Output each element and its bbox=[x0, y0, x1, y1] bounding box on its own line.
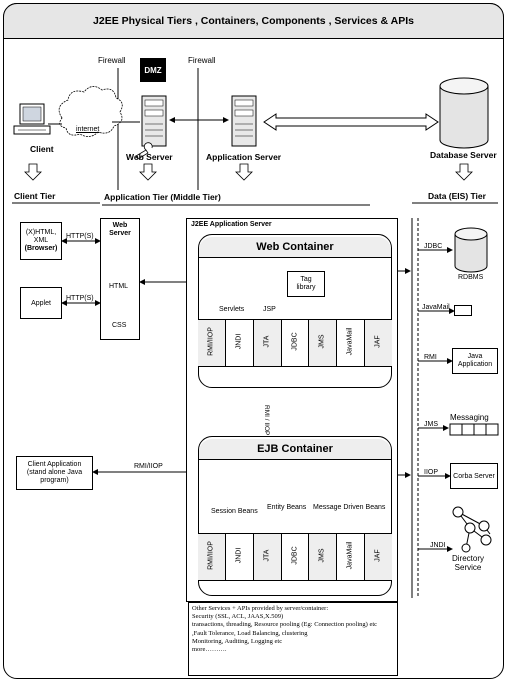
ejb-api-jndi: JNDI bbox=[226, 534, 254, 580]
web-api-rmi-iiop: RMI/IIOP bbox=[198, 320, 226, 366]
web-server-title-line2: Server bbox=[109, 230, 131, 237]
database-icon bbox=[439, 77, 489, 149]
ejb-api-jta: JTA bbox=[253, 534, 282, 580]
ejb-container-title: EJB Container bbox=[199, 439, 391, 460]
other-services-line4: ,Fault Tolerance, Load Balancing, cluste… bbox=[192, 629, 308, 637]
ejb-api-jdbc: JDBC bbox=[282, 534, 310, 580]
other-services-line6: more………. bbox=[192, 646, 227, 654]
ejb-api-strip: RMI/IIOP JNDI JTA JDBC JMS JavaMail JAF bbox=[198, 533, 393, 581]
web-api-strip: RMI/IIOP JNDI JTA JDBC JMS JavaMail JAF bbox=[198, 319, 393, 367]
html-label: HTML bbox=[109, 283, 129, 290]
other-services-line3: transactions, threading, Resource poolin… bbox=[192, 621, 378, 629]
java-application-box: Java Application bbox=[452, 348, 498, 374]
client-down-arrow-icon bbox=[24, 163, 42, 181]
tag-line2: library bbox=[296, 284, 316, 291]
other-services-line5: Monitoring, Auditing, Logging etc bbox=[192, 637, 283, 645]
web-api-jdbc: JDBC bbox=[282, 320, 310, 366]
ejb-api-javamail: JavaMail bbox=[337, 534, 366, 580]
other-services-box: Other Services + APIs provided by server… bbox=[188, 602, 398, 676]
java-app-line2: Application bbox=[457, 361, 493, 368]
browser-line3: (Browser) bbox=[24, 245, 58, 252]
css-label: CSS bbox=[112, 322, 127, 329]
internet-cloud-icon bbox=[58, 86, 123, 137]
rdbms-label: RDBMS bbox=[458, 274, 484, 281]
web-api-jndi: JNDI bbox=[226, 320, 254, 366]
database-server-label: Database Server bbox=[430, 150, 497, 160]
java-app-line1: Java bbox=[467, 353, 483, 360]
directory-line1: Directory bbox=[451, 554, 484, 563]
firewall-right-label: Firewall bbox=[188, 56, 216, 65]
browser-box: (X)HTML, XML (Browser) bbox=[20, 222, 62, 260]
client-label: Client bbox=[30, 144, 54, 154]
client-app-line3: program) bbox=[40, 477, 69, 484]
web-container-title: Web Container bbox=[199, 237, 391, 258]
http-label-2: HTTP(S) bbox=[66, 295, 94, 302]
servlets-label: Servlets bbox=[219, 306, 245, 313]
rmi-iiop-client-label: RMI/IIOP bbox=[134, 463, 163, 470]
session-beans-label: Session Beans bbox=[211, 508, 258, 515]
container-link-label: RMI / IIOP bbox=[263, 405, 270, 436]
applet-box: Applet bbox=[20, 287, 62, 319]
browser-line1: (X)HTML, bbox=[25, 229, 57, 236]
app-down-arrow-icon bbox=[235, 163, 253, 181]
tag-line1: Tag bbox=[300, 276, 312, 283]
web-api-jta: JTA bbox=[253, 320, 282, 366]
tag-library-box: Tag library bbox=[287, 271, 325, 297]
ejb-api-rmi-iiop: RMI/IIOP bbox=[198, 534, 226, 580]
client-computer-icon bbox=[13, 103, 51, 135]
client-tier-label: Client Tier bbox=[14, 191, 56, 201]
client-app-line2: (stand alone Java bbox=[26, 469, 83, 476]
application-server-label: Application Server bbox=[206, 152, 282, 162]
other-services-line2: Security (SSL, ACL, JAAS,X.509) bbox=[192, 613, 284, 621]
firewall-left-label: Firewall bbox=[98, 56, 126, 65]
client-app-line1: Client Application bbox=[27, 461, 82, 468]
web-api-javamail: JavaMail bbox=[337, 320, 366, 366]
mdb-label: Message Driven Beans bbox=[313, 504, 386, 511]
jms-label: JMS bbox=[424, 421, 438, 428]
dmz-badge: DMZ bbox=[140, 58, 166, 82]
web-server-box: Web Server HTML CSS bbox=[100, 218, 140, 340]
directory-line2: Service bbox=[454, 563, 482, 572]
rdbms-icon bbox=[454, 227, 488, 273]
app-server-title: J2EE Application Server bbox=[191, 221, 272, 228]
http-label-1: HTTP(S) bbox=[66, 233, 94, 240]
web-server-title-line1: Web bbox=[112, 222, 128, 229]
messaging-queue-icon bbox=[449, 423, 499, 436]
rmi-label: RMI bbox=[424, 354, 437, 361]
app-db-double-arrow bbox=[263, 113, 439, 131]
ejb-container: EJB Container Session Beans Entity Beans… bbox=[198, 436, 393, 596]
messaging-label: Messaging bbox=[450, 413, 489, 422]
other-services-line1: Other Services + APIs provided by server… bbox=[192, 605, 329, 612]
web-container: Web Container Servlets JSP Tag library R… bbox=[198, 234, 393, 388]
web-api-jms: JMS bbox=[309, 320, 338, 366]
ejb-api-jms: JMS bbox=[309, 534, 338, 580]
entity-beans-label: Entity Beans bbox=[267, 504, 307, 511]
diagram-title: J2EE Physical Tiers , Containers, Compon… bbox=[3, 3, 504, 39]
web-server-label: Web Server bbox=[126, 152, 173, 162]
jdbc-label: JDBC bbox=[424, 243, 443, 250]
jndi-label: JNDI bbox=[430, 542, 446, 549]
corba-server-box: Corba Server bbox=[450, 463, 498, 489]
ejb-api-jaf: JAF bbox=[365, 534, 393, 580]
client-application-box: Client Application (stand alone Java pro… bbox=[16, 456, 93, 490]
iiop-label: IIOP bbox=[424, 469, 439, 476]
directory-service-label: Directory Service bbox=[446, 554, 490, 572]
web-server-box-title: Web Server bbox=[101, 222, 139, 238]
wrench-icon bbox=[135, 142, 153, 160]
data-tier-label: Data (EIS) Tier bbox=[428, 191, 486, 201]
db-down-arrow-icon bbox=[455, 163, 473, 181]
browser-line2: XML bbox=[33, 237, 49, 244]
web-down-arrow-icon bbox=[139, 163, 157, 181]
mail-envelope-icon bbox=[454, 305, 472, 316]
javamail-label: JavaMail bbox=[422, 304, 450, 311]
application-server-icon bbox=[231, 95, 257, 147]
directory-tree-icon bbox=[452, 506, 492, 553]
web-server-icon bbox=[141, 95, 167, 147]
internet-label: internet bbox=[76, 126, 100, 133]
application-tier-label: Application Tier (Middle Tier) bbox=[104, 192, 221, 202]
jsp-label: JSP bbox=[263, 306, 276, 313]
web-api-jaf: JAF bbox=[365, 320, 393, 366]
